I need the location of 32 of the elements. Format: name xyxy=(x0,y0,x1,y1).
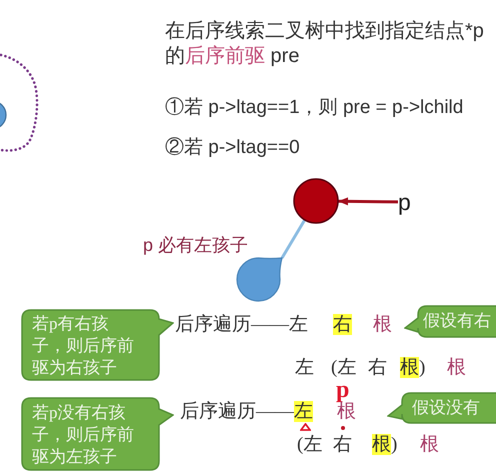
callout-text: 假设没有 xyxy=(412,397,480,419)
handwritten-letter: p xyxy=(336,378,350,402)
traversal-order-text: 右 xyxy=(333,435,352,455)
traversal-order-text: 根 xyxy=(447,358,466,378)
condition-text: ②若 p->ltag==0 xyxy=(165,138,300,158)
traversal-order-text: 左 xyxy=(295,358,314,378)
traversal-order-text: 右 xyxy=(368,358,387,378)
teardrop-node xyxy=(236,257,283,302)
speech-bubble xyxy=(21,397,174,471)
traversal-order-text: 右 xyxy=(333,315,352,335)
arrow xyxy=(338,197,398,206)
callout-text: 假设有右 xyxy=(423,310,491,332)
traversal-order-text: 根 xyxy=(337,402,356,422)
traversal-order-text: 后序遍历——左 xyxy=(175,315,308,335)
traversal-order-text: 后序遍历——左 xyxy=(180,402,313,422)
speech-bubble xyxy=(404,305,496,338)
traversal-order-text: 根 xyxy=(420,435,439,455)
traversal-order-text: 根 xyxy=(373,315,392,335)
callout-text: 若p有右孩子，则后序前驱为右孩子 xyxy=(32,313,135,379)
tree-node-circle xyxy=(293,178,339,224)
condition-text: ①若 p->ltag==1，则 pre = p->lchild xyxy=(165,98,464,118)
speech-bubble xyxy=(21,309,174,381)
traversal-order-text: 根) xyxy=(400,358,426,378)
callout-text: 若p没有右孩子，则后序前驱为左孩子 xyxy=(32,402,135,468)
traversal-order-text: (左 xyxy=(297,435,322,455)
connector-line xyxy=(280,219,306,259)
heading-text: 在后序线索二叉树中找到指定结点*p的后序前驱 pre xyxy=(165,19,485,69)
speech-bubble xyxy=(387,392,496,424)
annotation-text: p 必有左孩子 xyxy=(143,236,248,254)
traversal-order-text: 根) xyxy=(372,435,398,455)
traversal-order-text: (左 xyxy=(331,358,356,378)
pointer-label: p xyxy=(398,188,411,216)
